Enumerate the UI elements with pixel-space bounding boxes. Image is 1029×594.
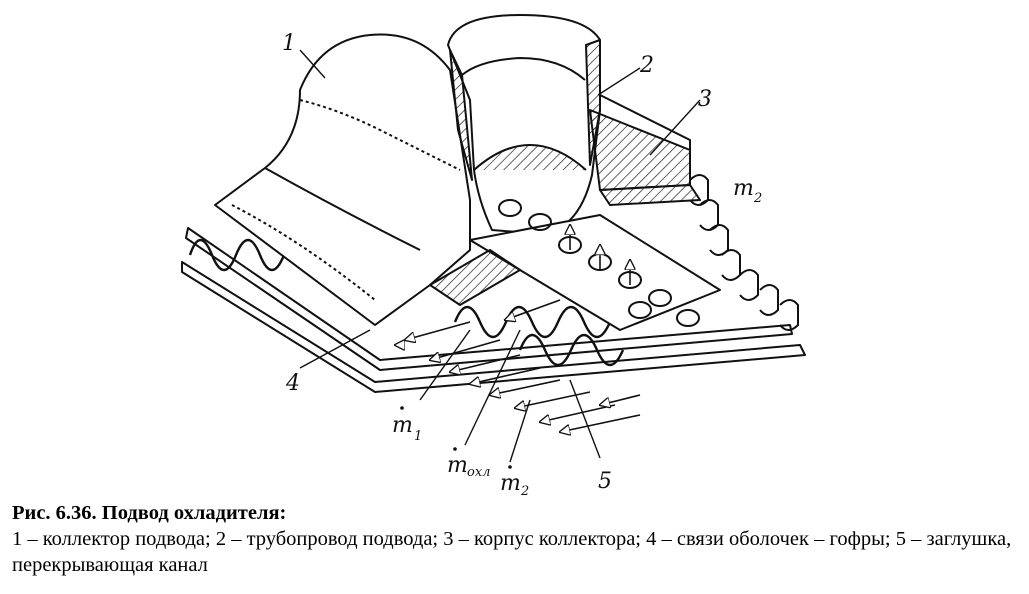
label-m2-bottom-sub: 2 — [520, 484, 529, 499]
label-5: 5 — [598, 469, 612, 494]
outer-shell-bottom — [181, 261, 806, 393]
perforated-plate — [469, 214, 721, 331]
label-mohl-sub: охл — [467, 465, 490, 480]
label-m1: m — [392, 413, 413, 438]
label-m2-bottom: m — [500, 471, 521, 496]
cooler-supply-drawing: 1 2 3 4 5 m 2 m 1 m охл m 2 — [181, 14, 806, 499]
label-m1-sub: 1 — [414, 429, 422, 444]
label-3: 3 — [698, 87, 712, 112]
caption-title: Рис. 6.36. Подвод охладителя: — [12, 502, 287, 524]
figure-caption: Рис. 6.36. Подвод охладителя: 1 – коллек… — [12, 500, 1022, 578]
leader-lines — [299, 49, 701, 463]
label-m2-top-sub: 2 — [753, 191, 762, 206]
supply-collector-1 — [214, 33, 471, 326]
caption-body: 1 – коллектор подвода; 2 – трубопровод п… — [12, 528, 1012, 576]
label-m2-top: m — [733, 176, 754, 201]
label-1: 1 — [282, 31, 296, 56]
label-2: 2 — [639, 53, 654, 78]
label-mohl: m — [447, 453, 468, 478]
collector-housing-3 — [589, 109, 691, 191]
outer-shell-top — [185, 227, 793, 371]
flow-arrows — [395, 225, 641, 432]
label-4: 4 — [285, 371, 300, 396]
tube-bundle — [689, 174, 799, 331]
corrugation-front — [453, 305, 638, 339]
